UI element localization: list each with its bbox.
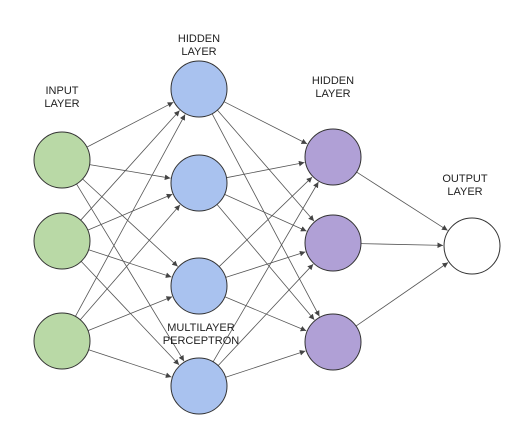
hidden-layer-1-label-line2: LAYER (181, 46, 216, 58)
connection-input-2-to-hidden-1-1 (80, 110, 180, 221)
output-node-1 (443, 217, 501, 275)
hidden-layer-2-label-line1: HIDDEN (312, 75, 354, 87)
connection-input-1-to-hidden-1-2 (89, 164, 171, 181)
caption-line2: PERCEPTRON (163, 335, 239, 347)
hidden-1-node-4 (170, 357, 228, 415)
connection-input-1-to-hidden-1-1 (86, 101, 174, 148)
connections (75, 101, 449, 378)
connection-hidden-2-2-to-output-1 (360, 242, 444, 249)
hidden-2-node-3 (304, 313, 362, 371)
connection-input-3-to-hidden-1-4 (88, 349, 172, 378)
connection-hidden-1-2-to-hidden-2-2 (224, 194, 307, 232)
hidden-layer-2-label-line2: LAYER (315, 88, 350, 100)
caption-line1: MULTILAYER (167, 322, 234, 334)
hidden-2-node-1 (304, 128, 362, 186)
input-layer-label-line1: INPUT (46, 85, 79, 97)
connection-hidden-1-3-to-hidden-2-3 (224, 296, 307, 332)
hidden-layer-1-label-line1: HIDDEN (178, 33, 220, 45)
connection-input-2-to-hidden-1-2 (87, 193, 173, 231)
connection-input-1-to-hidden-1-4 (76, 183, 185, 362)
input-node-1 (33, 131, 91, 189)
connection-input-3-to-hidden-1-1 (75, 114, 186, 317)
connection-hidden-2-1-to-output-1 (356, 171, 448, 231)
hidden-1-node-1 (170, 60, 228, 118)
input-node-2 (33, 212, 91, 270)
neurons (33, 60, 501, 415)
connection-hidden-1-1-to-hidden-2-3 (211, 113, 320, 317)
hidden-2-node-2 (304, 214, 362, 272)
connection-hidden-1-2-to-hidden-2-1 (226, 160, 305, 179)
input-node-3 (33, 312, 91, 370)
connection-hidden-1-4-to-hidden-2-2 (217, 263, 314, 366)
hidden-1-node-2 (170, 154, 228, 212)
connection-input-2-to-hidden-1-4 (80, 261, 180, 366)
input-layer-label-line2: LAYER (44, 98, 79, 110)
connection-hidden-1-1-to-hidden-2-1 (223, 101, 308, 145)
connection-hidden-1-4-to-hidden-2-3 (225, 350, 306, 378)
connection-hidden-1-1-to-hidden-2-2 (217, 109, 315, 222)
connection-input-2-to-hidden-1-3 (88, 249, 172, 278)
connection-input-1-to-hidden-1-3 (82, 178, 178, 267)
connection-hidden-1-3-to-hidden-2-1 (218, 176, 313, 267)
connection-hidden-1-4-to-hidden-2-1 (212, 181, 319, 363)
connection-input-3-to-hidden-1-3 (87, 296, 173, 331)
connection-hidden-1-3-to-hidden-2-2 (225, 250, 306, 278)
connection-input-3-to-hidden-1-2 (79, 204, 181, 321)
connection-hidden-1-2-to-hidden-2-3 (216, 204, 315, 321)
output-layer-label-line2: LAYER (447, 186, 482, 198)
output-layer-label-line1: OUTPUT (442, 173, 488, 185)
hidden-1-node-3 (170, 257, 228, 315)
connection-hidden-2-3-to-output-1 (355, 262, 449, 327)
